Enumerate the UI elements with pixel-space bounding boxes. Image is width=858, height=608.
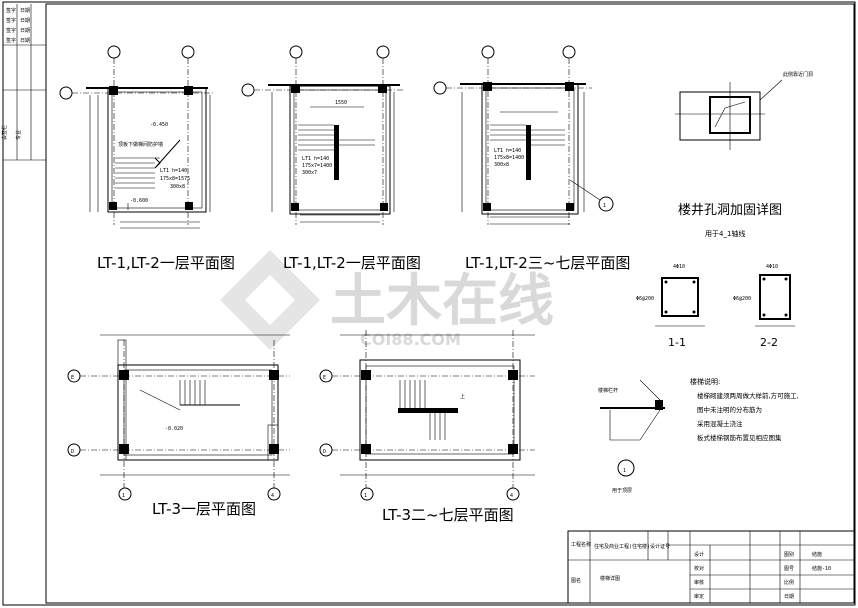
note-line: 图中未注明的分布筋为 — [697, 405, 762, 414]
note-line: 采用混凝土浇注 — [697, 419, 743, 428]
tb-label: 设计证号 — [650, 543, 670, 550]
title-block: 工程名称 住宅及商业工程(住宅楼) 图名 楼梯详图 设计证号 设计 校对 审核 … — [567, 530, 855, 604]
stair-label: 300x7 — [302, 170, 317, 176]
tb-value: 楼梯详图 — [600, 575, 620, 582]
tb-label: 校对 — [694, 565, 704, 572]
axis-label: 4 — [510, 493, 513, 499]
detail-label: 楼梯栏杆 — [598, 387, 618, 394]
plan-lt3-floor2-7: E D 上 1 4 — [319, 330, 535, 501]
notes-heading: 楼梯说明: — [690, 377, 720, 386]
svg-text:签字: 签字 — [6, 7, 16, 14]
stair-label: 175x7=1400 — [302, 163, 332, 169]
binding-strip: 签字日期 签字日期 签字日期 签字日期 会签栏 专业 — [1, 4, 46, 161]
note-label: 顶板下做梯间防护墙 — [118, 141, 163, 148]
section-label-2: 2-2 — [760, 336, 778, 349]
stair-label: 300x8 — [170, 184, 185, 190]
tb-value: 住宅及商业工程(住宅楼) — [594, 543, 650, 550]
watermark-text: 土木在线 — [330, 269, 554, 334]
stair-label: 175x8=1400 — [494, 155, 524, 161]
railing-fix-detail: 楼梯栏杆 1 用于顶层 — [598, 379, 665, 494]
svg-text:日期: 日期 — [20, 28, 30, 34]
rebar-label: Φ6@200 — [733, 296, 751, 302]
plan-lt1-lt2-floor3-7: 1 LT1 h=140 175x8=1400 300x8 — [433, 45, 614, 225]
svg-text:签字: 签字 — [6, 17, 16, 24]
axis-label: D — [71, 449, 74, 455]
stair-notes: 楼梯说明: 楼梯砌建须两周做大样前,方可施工, 图中未注明的分布筋为 采用混凝土… — [690, 377, 799, 442]
stair-label: LT1 h=140 — [160, 168, 187, 174]
svg-text:签字: 签字 — [6, 37, 16, 44]
note-line: 板式楼梯钢筋布置见相应图集 — [697, 433, 782, 442]
axis-label: 1 — [364, 493, 367, 499]
dim-label: 1550 — [335, 100, 347, 106]
plan-lt1-lt2-floor1: -0.450 -0.600 LT1 h=140 175x8=1575 300x8… — [59, 45, 215, 229]
note-line: 楼梯砌建须两周做大样前,方可施工, — [697, 391, 799, 400]
tb-value: 结施 — [812, 551, 822, 558]
axis-label: 4 — [271, 493, 274, 499]
level-label: -0.600 — [130, 198, 148, 204]
axis-label: E — [323, 375, 326, 381]
rebar-label: 4Φ10 — [766, 264, 778, 270]
svg-text:日期: 日期 — [20, 8, 30, 14]
title-plan4: LT-3一层平面图 — [152, 500, 256, 518]
svg-text:会签栏: 会签栏 — [1, 125, 8, 140]
axis-label: 1 — [122, 493, 125, 499]
stair-label: LT1 h=140 — [302, 156, 329, 162]
tb-label: 日期 — [784, 594, 794, 600]
title-plan1: LT-1,LT-2一层平面图 — [97, 254, 235, 272]
svg-text:签字: 签字 — [6, 27, 16, 34]
section-label-1: 1-1 — [668, 336, 686, 349]
rebar-label: Φ6@200 — [636, 296, 654, 302]
svg-text:专业: 专业 — [15, 130, 22, 140]
tb-label: 比例 — [784, 579, 794, 586]
opening-reinforcement-detail: 此侧靠近门洞 — [675, 71, 813, 150]
level-label: -0.450 — [150, 122, 168, 128]
title-detail: 楼井孔洞加固详图 — [678, 203, 782, 218]
title-plan3: LT-1,LT-2三~七层平面图 — [465, 254, 630, 272]
axis-label: E — [71, 375, 74, 381]
title-plan5: LT-3二~七层平面图 — [382, 506, 514, 524]
tb-label: 审核 — [694, 579, 704, 586]
stair-label: 175x8=1575 — [160, 176, 190, 182]
rebar-label: 4Φ10 — [673, 264, 685, 270]
section-1-1: 4Φ10 Φ6@200 — [636, 264, 705, 327]
tb-label: 设计 — [694, 551, 704, 558]
level-label: -0.020 — [165, 426, 183, 432]
drawing-frame — [45, 3, 855, 604]
stair-label: 300x8 — [494, 162, 509, 168]
callout-number: 1 — [603, 203, 606, 209]
plan-lt3-floor1: E D 1 4 -0.020 — [67, 334, 290, 501]
detail-label: 用于顶层 — [612, 488, 632, 494]
svg-text:日期: 日期 — [20, 18, 30, 24]
callout-number: 1 — [623, 468, 626, 474]
axis-label: D — [323, 449, 326, 455]
note-label: 此侧靠近门洞 — [783, 71, 813, 78]
watermark-url: COI88.COM — [360, 330, 461, 349]
tb-value: 结施-10 — [812, 565, 831, 572]
up-label: 上 — [460, 393, 465, 400]
title-plan2: LT-1,LT-2一层平面图 — [283, 254, 421, 272]
watermark: 土木在线 COI88.COM — [220, 250, 554, 350]
section-2-2: 4Φ10 Φ6@200 — [733, 264, 795, 327]
plan-lt1-lt2-floor2: 1550 LT1 h=140 175x7=1400 300x7 — [241, 45, 405, 225]
tb-label: 图名 — [571, 577, 581, 584]
stair-label: LT1 h=140 — [494, 148, 521, 154]
tb-label: 工程名称 — [571, 541, 591, 548]
tb-label: 图号 — [784, 566, 794, 572]
subtitle-detail: 用于4_1轴线 — [705, 229, 745, 238]
tb-label: 审定 — [694, 593, 704, 600]
tb-label: 图别 — [784, 551, 794, 558]
svg-text:日期: 日期 — [20, 38, 30, 44]
